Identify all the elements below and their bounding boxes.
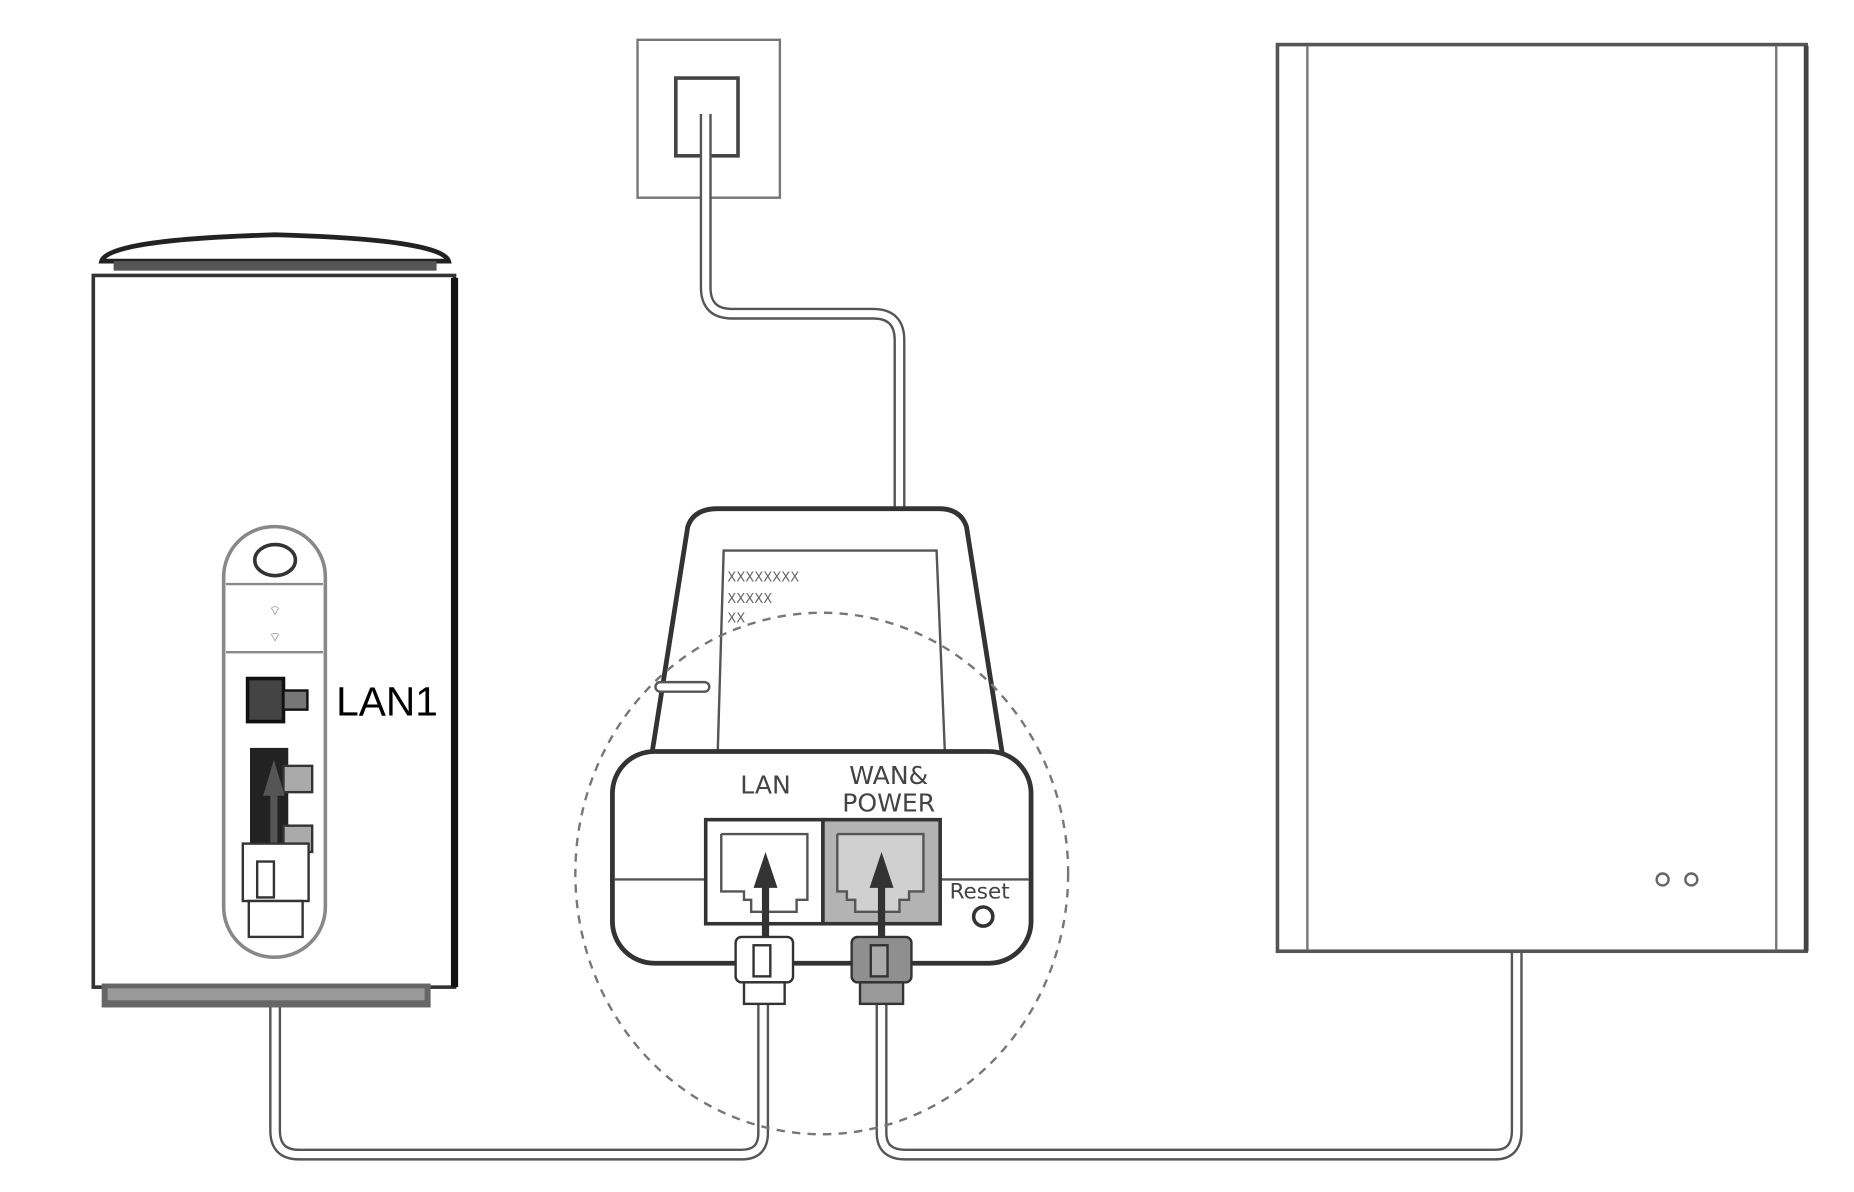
wifi-indicator-1-icon: ⌔ xyxy=(269,604,281,619)
indicator-light-icon xyxy=(1655,872,1670,887)
lan-plug xyxy=(734,935,795,1006)
phone-port xyxy=(245,676,286,724)
insert-arrow-icon xyxy=(263,759,285,844)
wan-port-label-line1: WAN& xyxy=(849,761,928,790)
wan-plug xyxy=(850,935,913,1006)
wan-port-label-line2: POWER xyxy=(842,788,935,817)
wps-button-icon xyxy=(252,542,298,578)
ethernet-plug xyxy=(241,842,310,939)
zoom-highlight-circle xyxy=(574,611,1070,1136)
cables xyxy=(269,113,1523,1161)
insert-arrow-icon xyxy=(869,851,894,940)
lan1-callout: LAN1 xyxy=(336,679,438,725)
poe-adapter: XXXXXXXX XXXXX XX LAN WAN& POWER Reset xyxy=(574,506,1070,1136)
indicator-light-icon xyxy=(1684,872,1699,887)
device-label-line-2: XXXXX xyxy=(727,592,772,607)
router: ⌔ ⌔ LAN1 xyxy=(91,232,459,1008)
lan-port xyxy=(703,817,825,940)
wifi-indicator-2-icon: ⌔ xyxy=(269,630,281,645)
lan-port-label: LAN xyxy=(740,770,791,799)
reset-button[interactable] xyxy=(971,905,995,928)
reset-label: Reset xyxy=(950,880,1010,905)
outdoor-unit xyxy=(1275,42,1809,954)
wan-power-port xyxy=(821,817,942,940)
insert-arrow-icon xyxy=(753,851,778,940)
device-label-line-1: XXXXXXXX xyxy=(727,571,799,586)
device-label-line-3: XX xyxy=(727,611,745,626)
